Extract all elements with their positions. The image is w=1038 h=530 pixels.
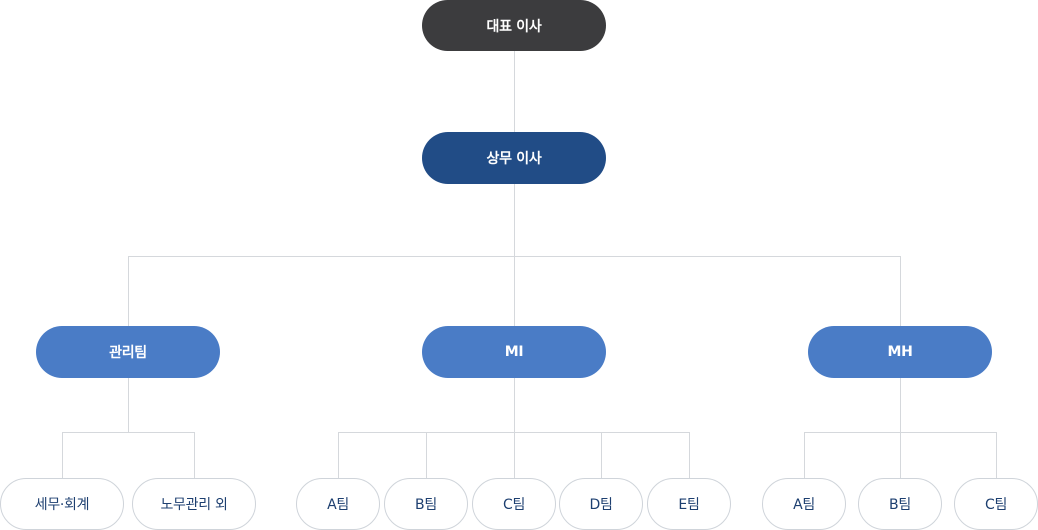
node-dept-mh: MH <box>808 326 992 378</box>
node-team-mi-c: C팀 <box>472 478 556 530</box>
node-label: B팀 <box>889 497 911 513</box>
node-label: 세무·회계 <box>34 497 90 513</box>
node-team-mh-c: C팀 <box>954 478 1038 530</box>
node-label: D팀 <box>589 497 613 513</box>
node-team-mi-e: E팀 <box>647 478 731 530</box>
node-managing-director: 상무 이사 <box>422 132 606 184</box>
node-label: 대표 이사 <box>486 18 542 35</box>
node-team-mgmt-1: 세무·회계 <box>0 478 124 530</box>
node-label: A팀 <box>327 497 349 513</box>
node-label: 상무 이사 <box>486 151 542 167</box>
node-label: 관리팀 <box>109 345 147 361</box>
node-label: 노무관리 외 <box>160 497 228 513</box>
node-label: B팀 <box>415 497 437 513</box>
node-ceo: 대표 이사 <box>422 0 606 51</box>
node-label: C팀 <box>502 497 526 513</box>
node-team-mh-b: B팀 <box>858 478 942 530</box>
node-label: MI <box>504 344 524 360</box>
node-label: MH <box>887 344 913 360</box>
node-team-mh-a: A팀 <box>762 478 846 530</box>
node-team-mi-b: B팀 <box>384 478 468 530</box>
node-label: E팀 <box>678 497 700 513</box>
node-team-mgmt-2: 노무관리 외 <box>132 478 256 530</box>
node-label: A팀 <box>793 497 815 513</box>
node-team-mi-d: D팀 <box>559 478 643 530</box>
node-dept-mi: MI <box>422 326 606 378</box>
node-label: C팀 <box>984 497 1008 513</box>
node-dept-management: 관리팀 <box>36 326 220 378</box>
node-team-mi-a: A팀 <box>296 478 380 530</box>
